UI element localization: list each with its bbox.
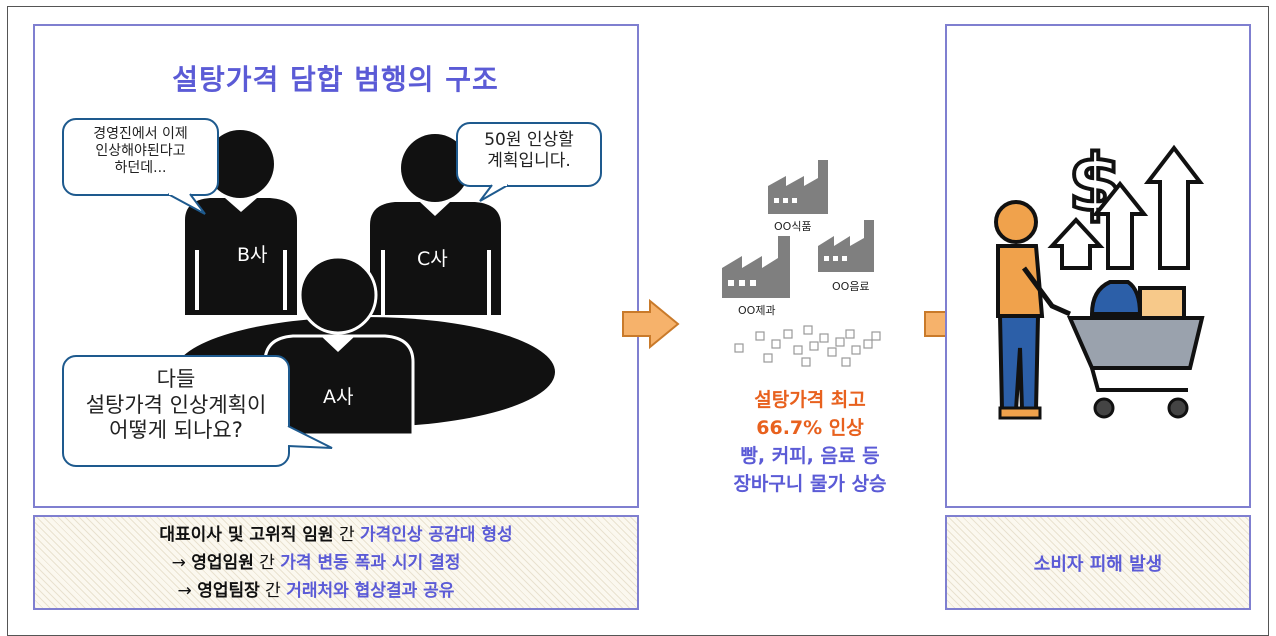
arrow-right-icon: → (171, 553, 192, 573)
person-b-silhouette (185, 130, 297, 315)
process-lines: 대표이사 및 고위직 임원 간 가격인상 공감대 형성 → 영업임원 간 가격 … (33, 521, 639, 605)
factory-beverage-icon (818, 220, 874, 272)
person-c-label: C사 (417, 248, 448, 270)
speech-bubble-a-tail (286, 425, 333, 449)
person-a-silhouette (263, 255, 415, 437)
factory-confectionery-label: OO제과 (738, 304, 776, 317)
process-row-3: → 영업팀장 간 거래처와 협상결과 공유 (177, 581, 455, 601)
factory-beverage-label: OO음료 (832, 280, 870, 293)
person-a-label: A사 (323, 386, 354, 408)
price-increase-line-2: 66.7% 인상 (756, 417, 864, 439)
factory-food-label: OO식품 (774, 220, 812, 233)
speech-bubble-b-tail (167, 192, 206, 215)
diagram-title: 설탕가격 담합 범행의 구조 (172, 63, 499, 96)
flow-arrow-1-icon (622, 298, 680, 350)
consumer-damage-box (945, 515, 1251, 610)
speech-bubble-b: 경영진에서 이제 인상해야된다고 하던데... (62, 118, 219, 196)
price-increase-line-4: 장바구니 물가 상승 (733, 473, 887, 495)
factory-confectionery-icon (722, 236, 790, 298)
arrow-right-icon: → (177, 581, 198, 601)
speech-bubble-c: 50원 인상할 계획입니다. (456, 122, 602, 187)
factory-food-icon (768, 160, 828, 214)
shopper-with-cart-icon: $ (994, 137, 1205, 420)
speech-bubble-a: 다들 설탕가격 인상계획이 어떻게 되나요? (62, 355, 290, 467)
price-increase-line-3: 빵, 커피, 음료 등 (740, 445, 880, 467)
person-c-silhouette (370, 134, 501, 315)
process-row-2: → 영업임원 간 가격 변동 폭과 시기 결정 (171, 553, 461, 573)
meeting-illustration (175, 130, 555, 437)
sugar-cubes-icon (734, 325, 881, 367)
process-box (33, 515, 639, 610)
price-increase-line-1: 설탕가격 최고 (754, 389, 866, 411)
speech-bubble-c-tail (479, 183, 509, 202)
consumer-damage-label: 소비자 피해 발생 (1033, 554, 1163, 575)
person-b-label: B사 (237, 244, 268, 266)
process-row-1: 대표이사 및 고위직 임원 간 가격인상 공감대 형성 (159, 525, 513, 545)
